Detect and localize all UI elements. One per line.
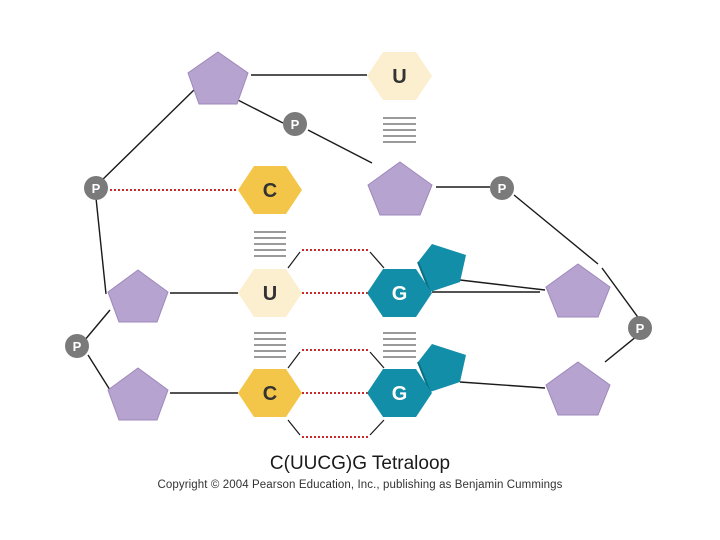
sugar-left-2: [107, 367, 169, 421]
connector-g2-left-top: [369, 351, 385, 369]
base-u-top-label: U: [392, 66, 406, 88]
sugar-right-2: [545, 361, 611, 416]
backbone-g-upper-sugar-right1: [459, 279, 546, 291]
stacking-u-c: [254, 332, 286, 358]
guanine-sugar-lower: [418, 344, 466, 392]
phosphate-p2-label: P: [291, 117, 300, 132]
bond-connectors: [287, 251, 385, 436]
phosphate-p4: P: [628, 316, 652, 340]
backbone-sugar1-p1: [95, 86, 198, 187]
connector-u-left-top: [287, 251, 301, 269]
phosphate-p1: P: [84, 176, 108, 200]
base-u-middle-label: U: [263, 283, 277, 305]
sugar-center: [367, 161, 433, 216]
base-g-lower: G: [367, 369, 432, 417]
phosphate-p2: P: [283, 112, 307, 136]
phosphate-p3-label: P: [498, 181, 507, 196]
backbone-sugar1-p2: [231, 96, 284, 124]
base-g-upper-label: G: [392, 283, 408, 305]
base-c-upper-label: C: [263, 180, 277, 202]
backbone-p5-sugar-left2: [87, 354, 111, 391]
backbone-p4-sugar-right2: [604, 335, 638, 363]
phosphates: P P P P P: [65, 112, 652, 358]
tetraloop-diagram: U C U C G G: [65, 51, 652, 438]
guanine-sugars: [417, 244, 466, 393]
base-g-upper: G: [367, 269, 432, 317]
bases: U C U C G G: [238, 52, 432, 417]
backbone: [83, 74, 641, 394]
stacking-c-u: [254, 231, 286, 257]
phosphate-p4-label: P: [636, 321, 645, 336]
sugars: [107, 51, 611, 421]
backbone-g-lower-sugar-right2: [459, 381, 546, 389]
phosphate-p5: P: [65, 334, 89, 358]
stacking-g-g: [383, 332, 416, 358]
connector-g-left-top: [369, 251, 385, 269]
hydrogen-bonds: [110, 189, 368, 438]
copyright-notice: Copyright © 2004 Pearson Education, Inc.…: [157, 479, 563, 491]
sugar-left-1: [107, 269, 169, 323]
backbone-p2-sugar2: [307, 129, 373, 164]
connector-g2-bottom: [369, 419, 385, 436]
backbone-p3-sugar-right1: [513, 194, 599, 265]
connector-c-left-top: [287, 351, 301, 369]
stacking-lines: [254, 117, 416, 358]
phosphate-p5-label: P: [73, 339, 82, 354]
sugar-top-left: [187, 51, 249, 105]
backbone-sugar-left1-p5: [83, 309, 111, 342]
phosphate-p3: P: [490, 176, 514, 200]
sugar-right-1: [545, 263, 611, 318]
backbone-p1-sugar-left1: [95, 197, 107, 295]
base-c-upper: C: [238, 166, 302, 214]
backbone-sugar-right1-p4: [601, 267, 641, 321]
phosphate-p1-label: P: [92, 181, 101, 196]
stacking-u-top: [383, 117, 416, 143]
base-u-top: U: [367, 52, 432, 100]
connector-c-bottom: [287, 419, 301, 436]
base-c-lower-label: C: [263, 383, 277, 405]
base-c-lower: C: [238, 369, 302, 417]
base-g-lower-label: G: [392, 383, 408, 405]
base-u-middle: U: [238, 269, 302, 317]
guanine-sugar-upper: [418, 244, 466, 292]
diagram-title: C(UUCG)G Tetraloop: [269, 453, 451, 474]
